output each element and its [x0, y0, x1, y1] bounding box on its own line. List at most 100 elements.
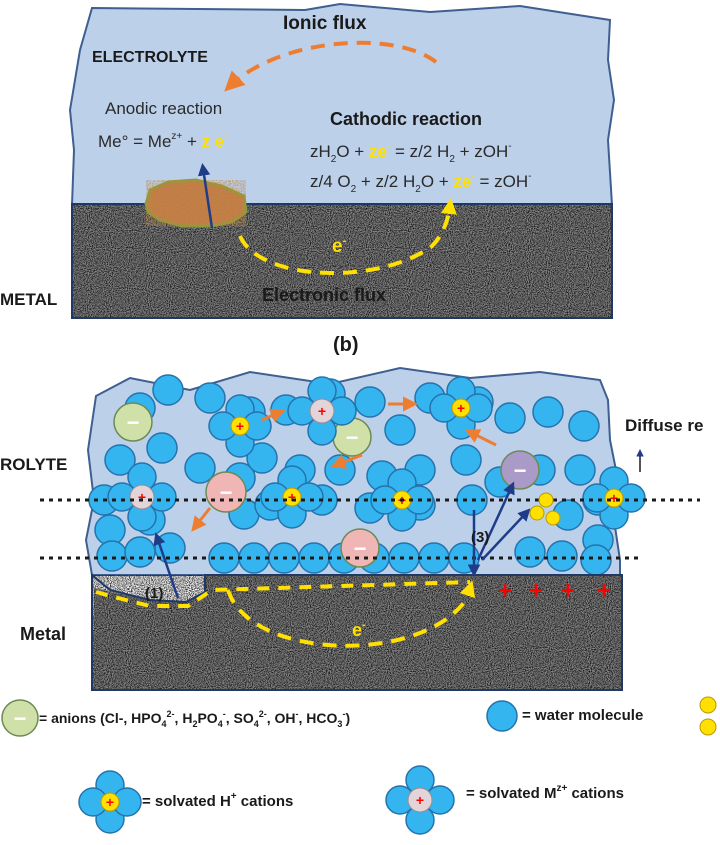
legend-water-label: = water molecule [522, 707, 643, 724]
plus-sign: + [529, 578, 543, 605]
electron-label-b: e- [352, 619, 366, 640]
minus-sign: − [127, 410, 140, 435]
minus-sign: − [346, 425, 359, 450]
plus-sign: + [610, 490, 618, 506]
water-molecule [96, 540, 128, 572]
cathodic-equation-2: z/4 O2 + z/2 H2O + ze- = zOH- [310, 171, 531, 195]
anodic-arrow [197, 163, 214, 229]
electron-label-a: e- [332, 235, 347, 257]
legend-m-cation-label: = solvated Mz+ cations [466, 783, 624, 802]
water-molecule [124, 536, 156, 568]
plus-sign: + [318, 403, 326, 419]
cathodic-equation-1: zH2O + ze- = z/2 H2 + zOH- [310, 141, 512, 165]
h-cation [451, 398, 471, 418]
anion [500, 450, 540, 490]
water-molecule [238, 542, 270, 574]
electronic-flux-arrow [238, 198, 457, 275]
bulk-electron-path [226, 580, 476, 648]
water-molecule [418, 542, 450, 574]
reduction-product-arrow [481, 508, 531, 561]
h2-bubble [538, 492, 554, 508]
water-molecule [546, 540, 578, 572]
h2-bubble [529, 505, 545, 521]
anodic-reaction-title: Anodic reaction [105, 99, 222, 118]
anion [1, 699, 39, 737]
m-cation [309, 398, 335, 424]
dissolution-arrow [153, 532, 180, 599]
water-molecule [246, 442, 278, 474]
anion [205, 471, 247, 513]
reduction-product-arrow [476, 481, 515, 561]
panel-a: Ionic flux ELECTROLYTE Anodic reaction M… [0, 2, 616, 319]
minus-sign: − [14, 706, 27, 731]
water-molecule [384, 414, 416, 446]
overlay-layer: + + + + [40, 396, 700, 648]
electronic-flux-label: Electronic flux [262, 285, 386, 305]
h2-bubble [699, 696, 717, 714]
water-molecule [194, 382, 226, 414]
water-molecule [494, 402, 526, 434]
panel-b: −−−−−+++++++ ++++ ROLYTE Diffuse re Meta… [0, 366, 703, 691]
plus-sign: + [236, 418, 244, 434]
water-molecule [568, 410, 600, 442]
ionic-motion-arrow [464, 429, 497, 447]
plus-sign: + [561, 578, 575, 605]
h-cation [282, 487, 302, 507]
water-molecule [450, 444, 482, 476]
plus-sign: + [106, 794, 114, 810]
legend: − + + [1, 696, 717, 835]
h2-bubble [699, 718, 717, 736]
ionic-flux-arrow [224, 40, 438, 92]
electrolyte-region-a [68, 2, 616, 206]
minus-sign: − [354, 536, 367, 561]
water-molecule [184, 452, 216, 484]
anion [340, 528, 380, 568]
plus-sign: + [597, 578, 611, 605]
plus-sign: + [138, 489, 146, 505]
cathodic-reaction-title: Cathodic reaction [330, 109, 482, 129]
surface-electron-path [95, 580, 471, 608]
electrolyte-label-b: ROLYTE [0, 455, 67, 474]
ionic-motion-arrow [191, 507, 212, 532]
water-molecule [564, 454, 596, 486]
water-molecule [104, 444, 136, 476]
water-molecule [532, 396, 564, 428]
plus-sign: + [498, 578, 512, 605]
anodic-equation: Me° = Mez+ + z e- [98, 131, 228, 151]
water-molecule [146, 432, 178, 464]
metal-texture-a [72, 204, 612, 318]
path-1-label: (1) [145, 585, 163, 602]
metal-label-b: Metal [20, 624, 66, 644]
corrosion-product-texture [146, 180, 246, 226]
path-3-label: (3) [471, 529, 489, 546]
metal-texture-b [92, 575, 622, 690]
h-cation [230, 416, 250, 436]
water-molecule [354, 386, 386, 418]
ionic-motion-arrow [261, 408, 286, 423]
anion [113, 402, 153, 442]
h-cation [604, 488, 624, 508]
electrolyte-label-a: ELECTROLYTE [92, 49, 208, 66]
minus-sign: − [514, 458, 527, 483]
ionic-flux-label: Ionic flux [283, 13, 367, 34]
plus-sign: + [416, 792, 424, 808]
metal-label-a: METAL [0, 290, 57, 309]
panel-b-label: (b) [333, 334, 359, 356]
ionic-motion-arrow [330, 453, 363, 469]
plus-sign: + [288, 489, 296, 505]
water-molecule [152, 374, 184, 406]
plus-sign: + [457, 400, 465, 416]
m-cation [407, 787, 433, 813]
legend-h-cation-label: = solvated H+ cations [142, 791, 293, 810]
h-cation [100, 792, 120, 812]
metal-border-b [91, 572, 623, 691]
diffuse-label: Diffuse re [625, 416, 703, 435]
water-molecule [580, 544, 612, 576]
legend-anions-label: = anions (Cl-, HPO42-, H2PO4-, SO42-, OH… [39, 709, 350, 729]
m-cation [129, 484, 155, 510]
water-molecule [514, 536, 546, 568]
h2-bubble [545, 510, 561, 526]
water-molecule [486, 700, 518, 732]
